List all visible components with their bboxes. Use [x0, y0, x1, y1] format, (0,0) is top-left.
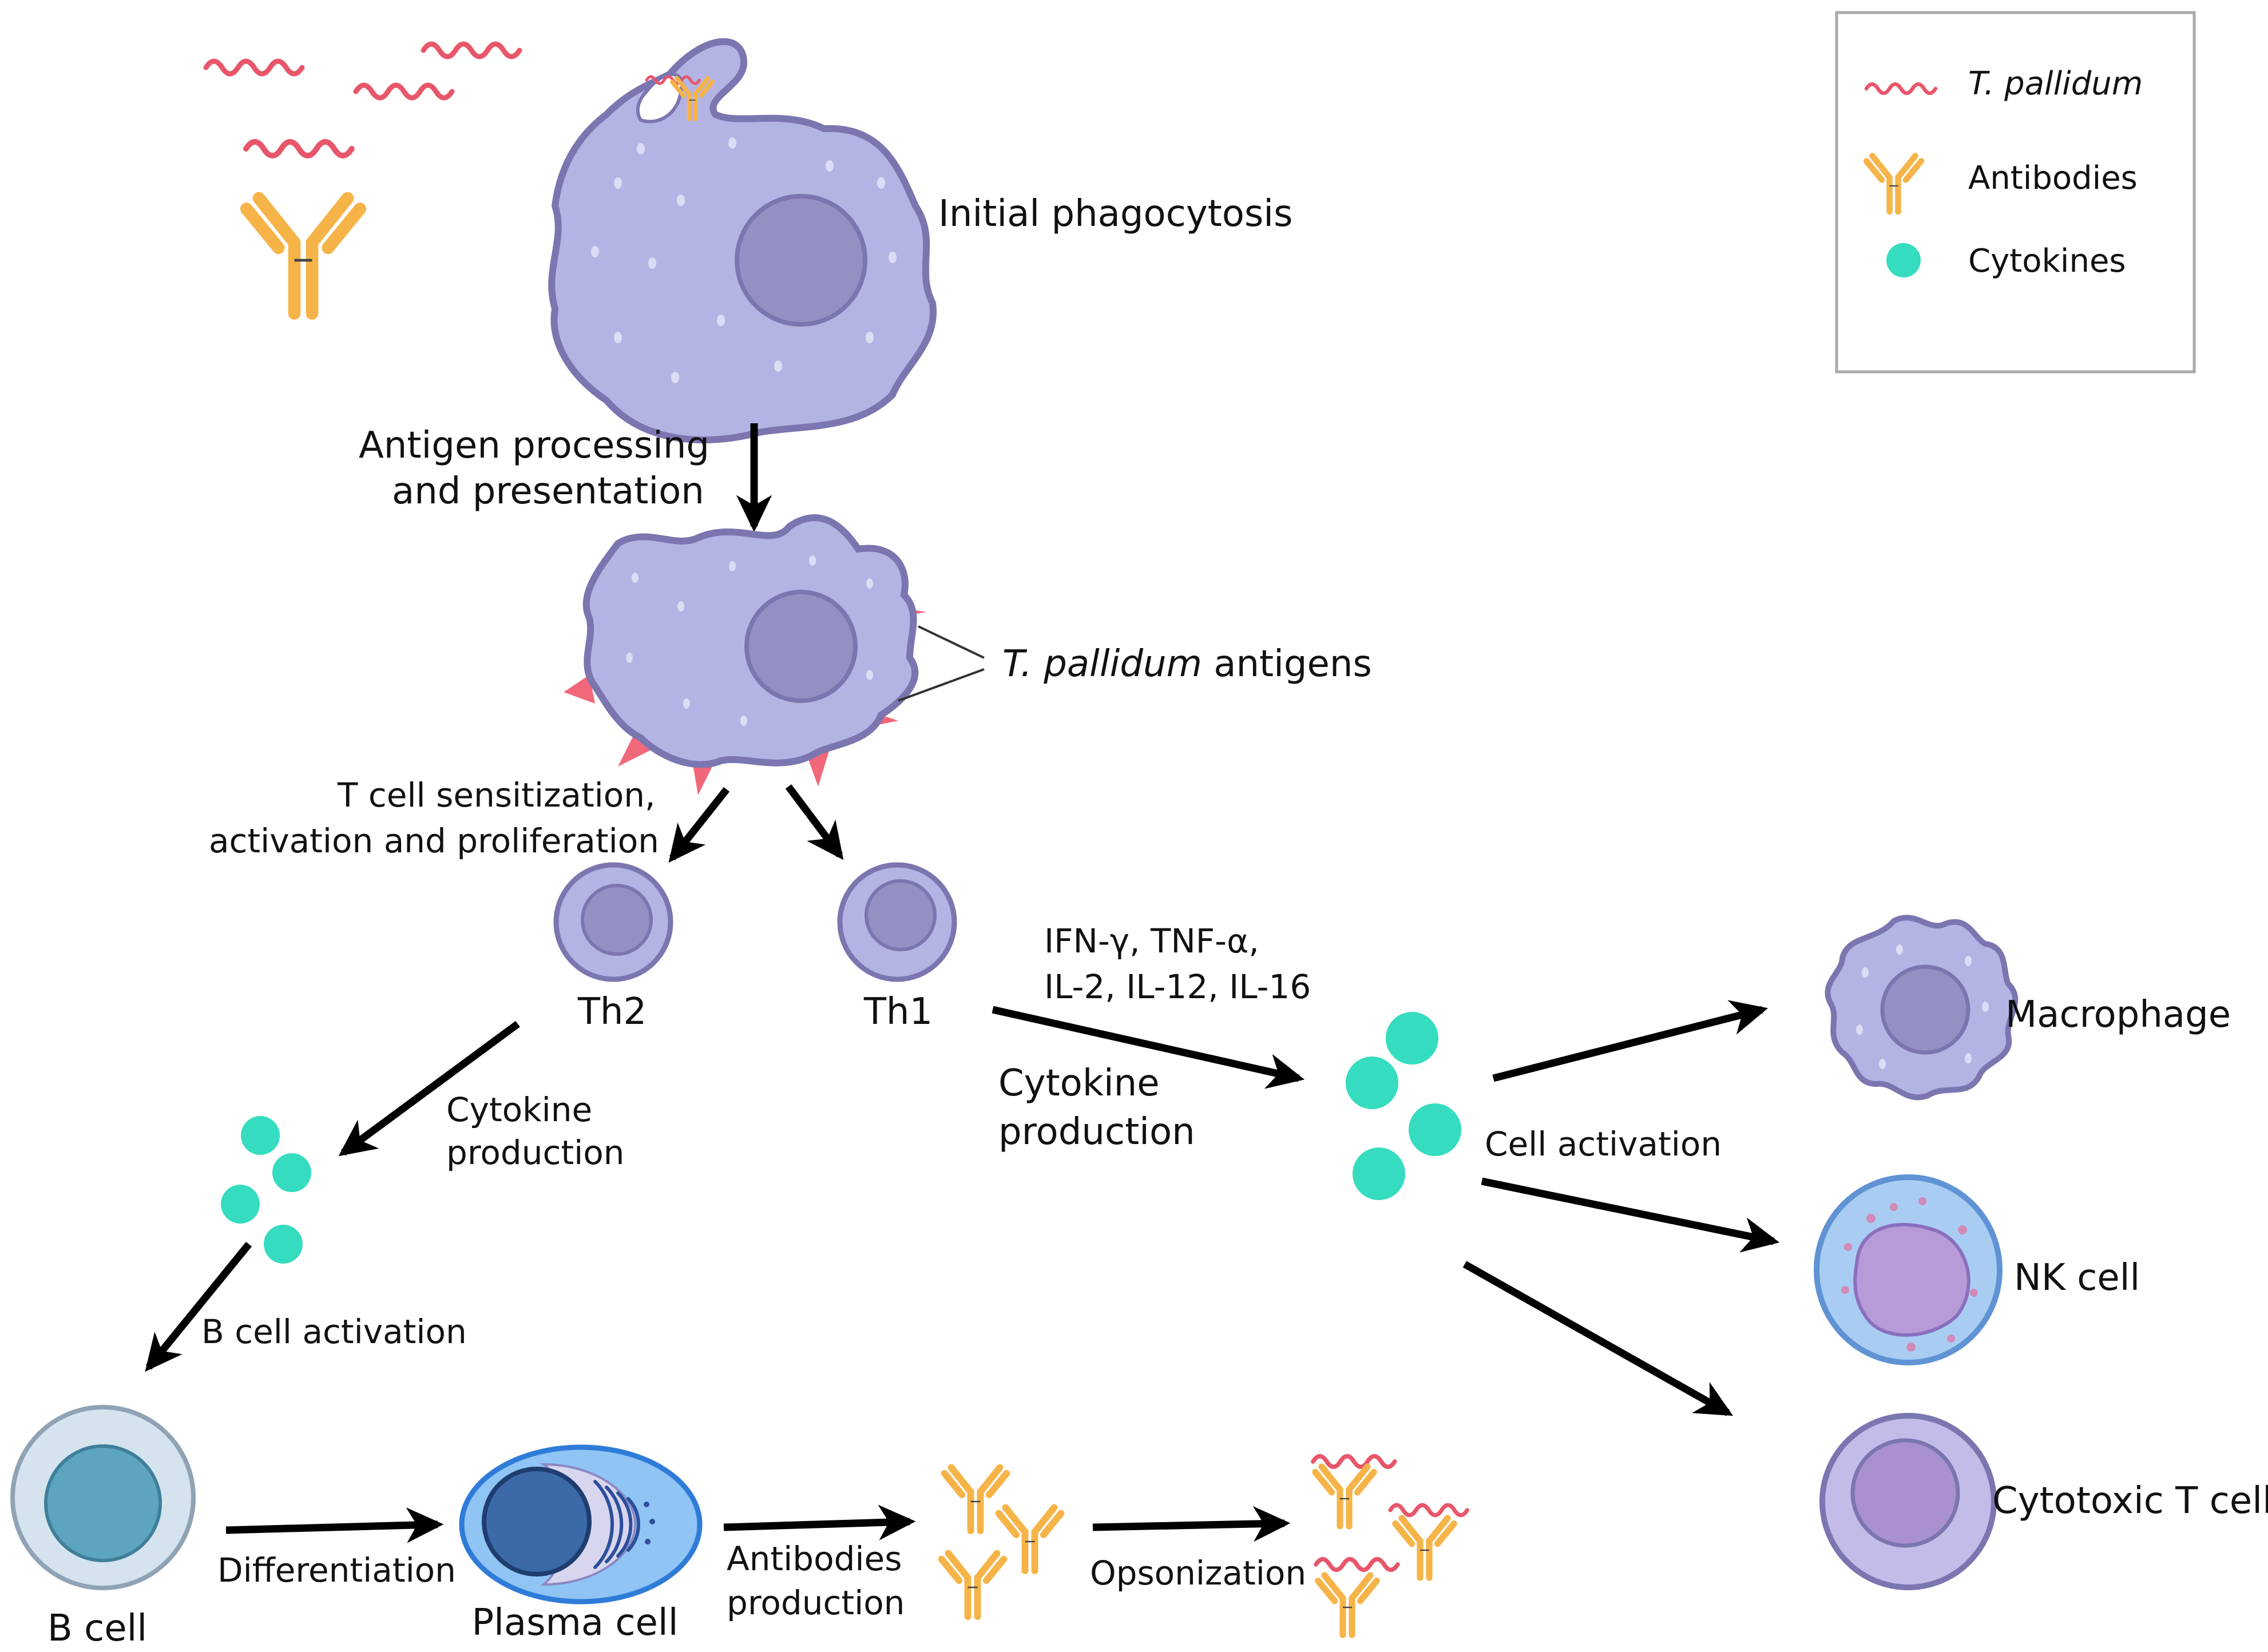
macrophage-nucleus — [735, 194, 867, 327]
label-macrophage: Macrophage — [2005, 994, 2231, 1036]
th2-cell — [553, 862, 673, 982]
arrow-to-macrophage — [1492, 1000, 1769, 1082]
legend-cytokine-icon — [1886, 243, 1921, 277]
legend: T. pallidum Antibodies Cytokines — [1835, 11, 2196, 374]
label-cytokine-list-2: IL-2, IL-12, IL-16 — [1044, 967, 1311, 1006]
arrow-b-cell-activation — [145, 1241, 252, 1372]
nk-cell — [1814, 1174, 2003, 1365]
cytokine-icon — [1346, 1057, 1398, 1109]
th2-cytokine-cluster — [221, 1116, 311, 1264]
cytokine-icon — [1386, 1012, 1438, 1065]
free-spirochetes — [206, 44, 520, 156]
label-th2: Th2 — [577, 991, 647, 1033]
plasma-cell — [459, 1444, 703, 1605]
arrow-antibodies-production — [723, 1504, 916, 1540]
phagocytic-macrophage — [548, 38, 937, 444]
cytokine-icon — [1353, 1147, 1405, 1200]
activated-macrophage — [1825, 915, 2019, 1101]
cytokine-icon — [272, 1153, 311, 1192]
label-cytokine-prod-left-2: production — [446, 1133, 624, 1172]
label-antigen-processing-2: and presentation — [392, 470, 704, 513]
b-cell — [10, 1405, 196, 1590]
arrow-to-cytotoxic-t — [1462, 1261, 1734, 1416]
antibody-icon — [942, 1554, 1004, 1617]
spirochete-icon — [356, 85, 452, 98]
free-antibody-icon — [247, 198, 360, 314]
label-initial-phagocytosis: Initial phagocytosis — [938, 193, 1292, 235]
th1-cell — [837, 862, 957, 982]
cytokine-icon — [221, 1185, 260, 1224]
spirochete-icon — [246, 142, 352, 156]
arrow-to-nk-cell — [1481, 1177, 1780, 1253]
label-cytokine-list-1: IFN-γ, TNF-α, — [1044, 922, 1259, 960]
antibody-icon — [1315, 1467, 1374, 1526]
cytokine-icon — [1409, 1103, 1461, 1156]
legend-tpallidum-label: T. pallidum — [1968, 65, 2143, 102]
antigen-pointer-lines — [898, 625, 985, 702]
apc-nucleus — [744, 590, 858, 703]
label-tcell-2: activation and proliferation — [209, 821, 659, 860]
label-cytokine-prod-right-1: Cytokine — [998, 1062, 1160, 1105]
arrow-th1-cytokines — [992, 1006, 1305, 1089]
label-opsonization: Opsonization — [1090, 1554, 1306, 1593]
spirochete-icon — [1313, 1456, 1395, 1467]
spirochete-icon — [1316, 1559, 1398, 1570]
th1-cytokine-cluster — [1346, 1012, 1461, 1200]
legend-antibodies-label: Antibodies — [1968, 160, 2138, 197]
label-cytokine-prod-right-2: production — [998, 1111, 1195, 1153]
antibody-icon — [999, 1508, 1061, 1571]
arrow-to-th2 — [668, 787, 730, 863]
arrow-opsonization — [1092, 1506, 1291, 1542]
label-b-cell-activation: B cell activation — [201, 1312, 467, 1351]
label-cell-activation: Cell activation — [1485, 1125, 1722, 1163]
spirochete-icon — [423, 44, 520, 57]
label-antibodies-prod-2: production — [727, 1583, 905, 1622]
spirochete-icon — [206, 61, 302, 74]
label-tp-antigens: T. pallidum antigens — [1002, 643, 1372, 685]
produced-antibodies — [942, 1468, 1061, 1617]
legend-cytokines-label: Cytokines — [1968, 243, 2126, 280]
antibody-icon — [1318, 1575, 1377, 1635]
antibody-icon — [1395, 1518, 1454, 1578]
cytokine-icon — [241, 1116, 280, 1155]
arrow-to-th1 — [785, 784, 844, 860]
arrow-th2-cytokines — [338, 1020, 520, 1157]
antibody-icon — [945, 1468, 1007, 1531]
label-th1: Th1 — [863, 991, 933, 1033]
label-cytokine-prod-left-1: Cytokine — [446, 1090, 592, 1129]
label-cytotoxic-t: Cytotoxic T cell — [1992, 1480, 2268, 1522]
antigen-presenting-cell — [564, 514, 927, 795]
label-differentiation: Differentiation — [217, 1551, 456, 1590]
label-nk-cell: NK cell — [2014, 1257, 2140, 1299]
label-b-cell: B cell — [47, 1607, 147, 1650]
spirochete-icon — [1390, 1505, 1467, 1515]
label-antibodies-prod-1: Antibodies — [727, 1539, 902, 1578]
label-plasma-cell: Plasma cell — [472, 1602, 679, 1644]
cytotoxic-t-cell — [1819, 1413, 1997, 1590]
opsonized-complexes — [1313, 1456, 1467, 1635]
cytokine-icon — [264, 1225, 303, 1264]
arrow-differentiation — [225, 1507, 444, 1543]
label-antigen-processing-1: Antigen processing — [359, 424, 709, 467]
label-tcell-1: T cell sensitization, — [337, 776, 655, 815]
